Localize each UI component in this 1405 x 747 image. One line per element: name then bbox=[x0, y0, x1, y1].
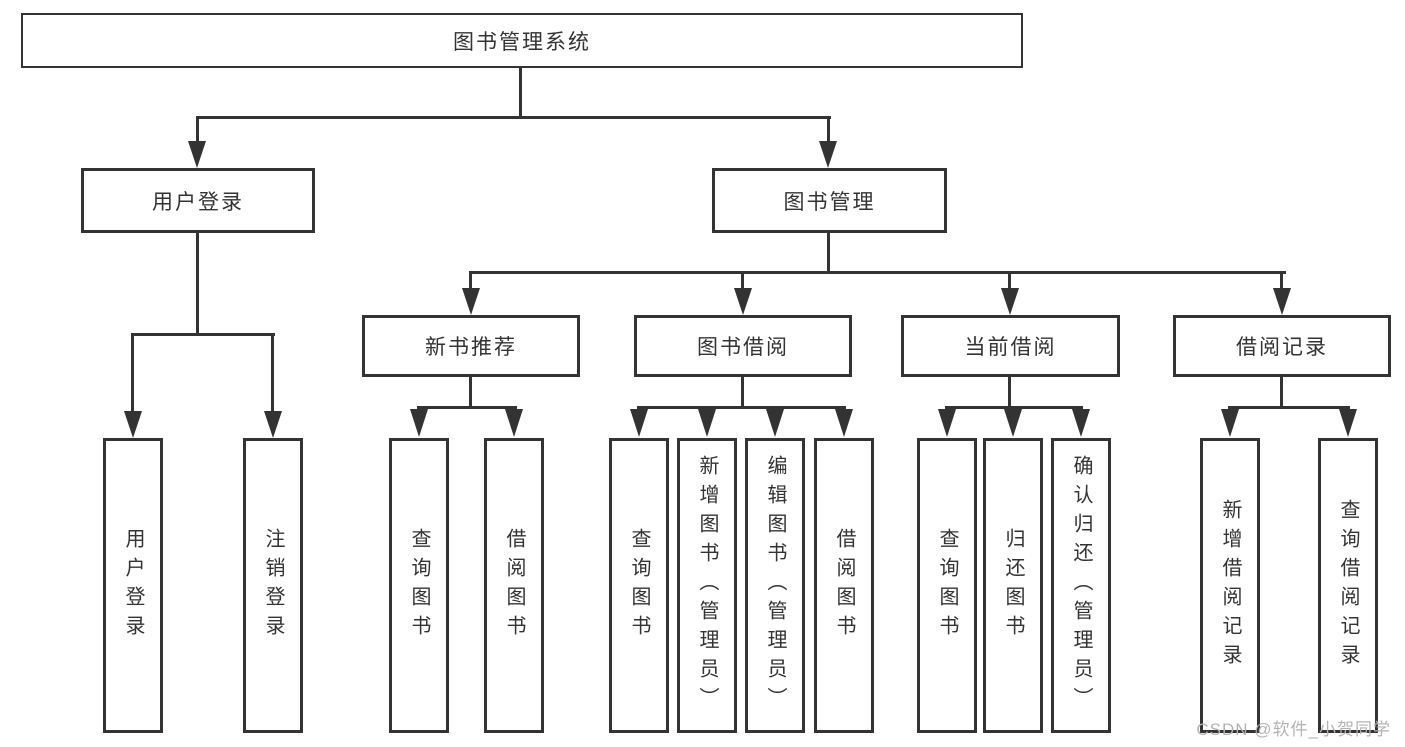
connector-vline bbox=[469, 271, 472, 289]
leaf-borrowing-query-books: 查询图书 bbox=[609, 438, 669, 733]
connector-hline bbox=[131, 333, 275, 336]
connector-hline bbox=[417, 406, 517, 409]
connector-arrowhead-down bbox=[410, 409, 428, 437]
leaf-current-query-books: 查询图书 bbox=[917, 438, 977, 733]
connector-vline bbox=[469, 377, 472, 409]
leaf-current-confirm-return-admin-label: 确认归还（管理员） bbox=[1070, 455, 1092, 716]
leaf-current-return-books-label: 归还图书 bbox=[1002, 527, 1024, 644]
leaf-borrowing-edit-books-admin-label: 编辑图书（管理员） bbox=[764, 455, 786, 716]
connector-arrowhead-down bbox=[1004, 409, 1022, 437]
connector-arrowhead-down bbox=[1273, 288, 1291, 315]
leaf-records-add-record-label: 新增借阅记录 bbox=[1219, 498, 1241, 673]
leaf-logout-label: 注销登录 bbox=[262, 527, 284, 644]
leaf-borrowing-borrow-books-label: 借阅图书 bbox=[833, 527, 855, 644]
connector-vline bbox=[131, 333, 134, 413]
connector-hline bbox=[469, 271, 1286, 274]
leaf-borrowing-add-books-admin: 新增图书（管理员） bbox=[677, 438, 737, 733]
leaf-current-query-books-label: 查询图书 bbox=[936, 527, 958, 644]
node-user-login: 用户登录 bbox=[81, 168, 315, 233]
node-library-system-label: 图书管理系统 bbox=[453, 30, 591, 54]
leaf-recommend-query-books-label: 查询图书 bbox=[408, 527, 430, 644]
node-borrowing-records: 借阅记录 bbox=[1173, 315, 1391, 377]
connector-arrowhead-down bbox=[819, 141, 837, 168]
node-new-book-recommend-label: 新书推荐 bbox=[425, 336, 517, 359]
leaf-borrowing-add-books-admin-label: 新增图书（管理员） bbox=[696, 455, 718, 716]
node-book-management-label: 图书管理 bbox=[783, 190, 876, 214]
connector-hline bbox=[196, 116, 831, 119]
connector-arrowhead-down bbox=[1339, 409, 1357, 437]
connector-arrowhead-down bbox=[188, 141, 206, 168]
connector-vline bbox=[741, 271, 744, 289]
leaf-records-query-record-label: 查询借阅记录 bbox=[1337, 498, 1359, 673]
node-book-borrowing: 图书借阅 bbox=[634, 315, 852, 377]
connector-vline bbox=[519, 68, 522, 119]
leaf-recommend-borrow-books-label: 借阅图书 bbox=[503, 527, 525, 644]
leaf-logout: 注销登录 bbox=[243, 438, 303, 733]
leaf-current-confirm-return-admin: 确认归还（管理员） bbox=[1051, 438, 1111, 733]
leaf-current-return-books: 归还图书 bbox=[983, 438, 1043, 733]
node-book-borrowing-label: 图书借阅 bbox=[697, 336, 789, 359]
connector-vline bbox=[1008, 271, 1011, 289]
connector-arrowhead-down bbox=[938, 409, 956, 437]
connector-vline bbox=[271, 333, 274, 413]
leaf-user-login: 用户登录 bbox=[103, 438, 163, 733]
connector-hline bbox=[1228, 406, 1350, 409]
connector-vline bbox=[196, 233, 199, 336]
watermark: CSDN @软件_小贺同学 bbox=[1196, 720, 1391, 739]
connector-hline bbox=[637, 406, 846, 409]
leaf-records-query-record: 查询借阅记录 bbox=[1318, 438, 1378, 733]
node-borrowing-records-label: 借阅记录 bbox=[1236, 336, 1328, 359]
connector-arrowhead-down bbox=[1001, 288, 1019, 315]
connector-vline bbox=[827, 116, 830, 144]
leaf-borrowing-query-books-label: 查询图书 bbox=[628, 527, 650, 644]
connector-arrowhead-down bbox=[698, 409, 716, 437]
node-library-system: 图书管理系统 bbox=[21, 13, 1023, 68]
connector-arrowhead-down bbox=[835, 409, 853, 437]
leaf-borrowing-borrow-books: 借阅图书 bbox=[814, 438, 874, 733]
connector-vline bbox=[1280, 377, 1283, 409]
node-user-login-label: 用户登录 bbox=[152, 190, 244, 214]
node-book-management: 图书管理 bbox=[712, 168, 947, 233]
connector-arrowhead-down bbox=[734, 288, 752, 315]
connector-arrowhead-down bbox=[264, 411, 282, 438]
connector-vline bbox=[741, 377, 744, 409]
node-current-borrowing-label: 当前借阅 bbox=[964, 336, 1057, 359]
connector-arrowhead-down bbox=[462, 288, 480, 315]
leaf-borrowing-edit-books-admin: 编辑图书（管理员） bbox=[745, 438, 805, 733]
connector-arrowhead-down bbox=[505, 409, 523, 437]
connector-vline bbox=[1280, 271, 1283, 289]
leaf-recommend-borrow-books: 借阅图书 bbox=[484, 438, 544, 733]
leaf-records-add-record: 新增借阅记录 bbox=[1200, 438, 1260, 733]
connector-arrowhead-down bbox=[1072, 409, 1090, 437]
connector-vline bbox=[196, 116, 199, 144]
leaf-user-login-label: 用户登录 bbox=[122, 527, 144, 644]
connector-vline bbox=[1008, 377, 1011, 409]
node-new-book-recommend: 新书推荐 bbox=[362, 315, 580, 377]
connector-hline bbox=[945, 406, 1083, 409]
connector-arrowhead-down bbox=[1221, 409, 1239, 437]
connector-arrowhead-down bbox=[766, 409, 784, 437]
connector-arrowhead-down bbox=[630, 409, 648, 437]
connector-arrowhead-down bbox=[124, 411, 142, 438]
node-current-borrowing: 当前借阅 bbox=[901, 315, 1120, 377]
connector-vline bbox=[827, 233, 830, 274]
leaf-recommend-query-books: 查询图书 bbox=[389, 438, 449, 733]
